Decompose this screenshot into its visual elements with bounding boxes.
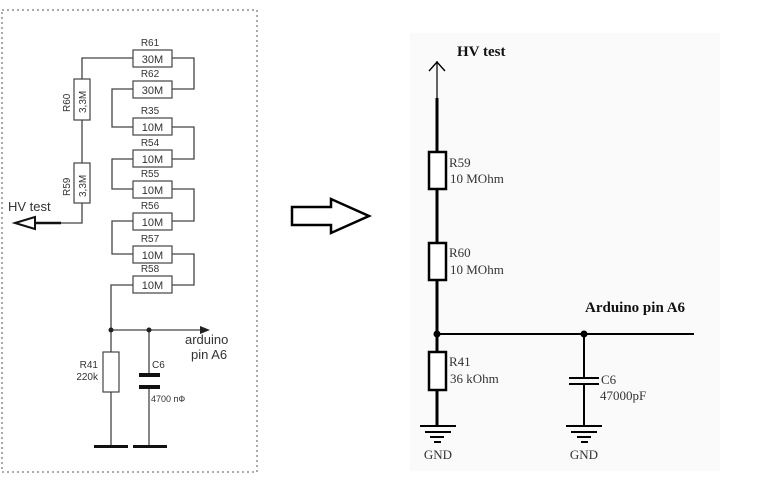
resistor-r60: R60 10 MOhm xyxy=(427,241,504,282)
right-schematic: HV test R59 10 MOhm R60 10 MOhm xyxy=(410,33,720,471)
resistor-body xyxy=(132,245,173,264)
dashed-border xyxy=(1,9,258,473)
resistor-value: 30M xyxy=(142,85,163,97)
resistor-r59: 3,3M R59 xyxy=(62,162,91,204)
svg-text:R59: R59 xyxy=(449,155,471,170)
hv-arrow-icon xyxy=(428,60,446,98)
ground-icon xyxy=(566,425,602,443)
right-panel-bg xyxy=(410,33,720,471)
resistor-ladder: R6130MR6230MR3510MR5410MR5510MR5610MR571… xyxy=(132,38,173,294)
svg-text:3,3M: 3,3M xyxy=(78,175,89,197)
output-label: arduino xyxy=(185,332,228,347)
resistor-r59: R59 10 MOhm xyxy=(427,150,504,191)
output-label: pin A6 xyxy=(191,347,227,362)
resistor-value: 30M xyxy=(142,54,163,66)
resistor-name: R58 xyxy=(141,264,160,275)
resistor-value: 10M xyxy=(142,122,163,134)
svg-text:4700 пФ: 4700 пФ xyxy=(151,394,185,404)
resistor-name: R55 xyxy=(141,169,160,180)
transform-arrow-icon xyxy=(290,197,373,235)
left-schematic: HV test 3,3M R60 3,3M R59 R6130MR6230MR3… xyxy=(1,9,258,473)
resistor-value: 10M xyxy=(142,154,163,166)
resistor-value: 10M xyxy=(142,250,163,262)
ground-icon xyxy=(420,425,456,443)
output-arrow-icon xyxy=(200,326,210,334)
svg-text:47000pF: 47000pF xyxy=(600,388,646,403)
svg-text:3,3M: 3,3M xyxy=(78,91,89,113)
svg-text:R41: R41 xyxy=(80,360,99,371)
resistor-body xyxy=(132,275,173,294)
svg-text:R60: R60 xyxy=(62,93,73,112)
svg-text:C6: C6 xyxy=(601,372,617,387)
resistor-name: R35 xyxy=(141,106,160,117)
svg-text:10 MOhm: 10 MOhm xyxy=(450,262,504,277)
resistor-body xyxy=(132,149,173,168)
hv-arrow-icon xyxy=(11,215,61,231)
resistor-body xyxy=(132,117,173,136)
resistor-name: R61 xyxy=(141,38,160,49)
capacitor-c6: C6 47000pF xyxy=(569,372,646,403)
svg-text:R60: R60 xyxy=(449,245,471,260)
svg-text:R59: R59 xyxy=(62,177,73,196)
junction-dot xyxy=(580,330,588,338)
svg-text:10 MOhm: 10 MOhm xyxy=(450,171,504,186)
resistor-name: R56 xyxy=(141,201,160,212)
resistor-r41: R41 36 kOhm xyxy=(427,350,499,392)
resistor-body xyxy=(132,80,173,99)
resistor-name: R57 xyxy=(141,234,160,245)
left-wires xyxy=(40,57,200,447)
ground-bar xyxy=(133,445,167,448)
resistor-value: 10M xyxy=(142,185,163,197)
capacitor-c6: C6 4700 пФ xyxy=(139,360,185,404)
hv-label: HV test xyxy=(8,199,51,214)
junction-dot xyxy=(433,330,441,338)
resistor-body xyxy=(132,212,173,231)
junction-dot xyxy=(146,327,152,333)
right-wires xyxy=(435,98,694,425)
resistor-value: 10M xyxy=(142,280,163,292)
svg-text:C6: C6 xyxy=(152,360,165,371)
svg-text:36 kOhm: 36 kOhm xyxy=(450,371,499,386)
svg-text:R41: R41 xyxy=(449,354,471,369)
resistor-r60: 3,3M R60 xyxy=(62,78,91,121)
ground-label: GND xyxy=(570,447,598,462)
ground-bar xyxy=(94,445,128,448)
svg-text:220k: 220k xyxy=(76,372,99,383)
resistor-body xyxy=(132,49,173,68)
resistor-name: R62 xyxy=(141,69,160,80)
hv-label: HV test xyxy=(457,44,505,60)
ground-label: GND xyxy=(424,447,452,462)
resistor-r41: R41 220k xyxy=(76,351,120,393)
junction-dot xyxy=(108,327,114,333)
resistor-value: 10M xyxy=(142,217,163,229)
output-label: Arduino pin A6 xyxy=(585,300,686,316)
resistor-name: R54 xyxy=(141,138,160,149)
resistor-body xyxy=(132,180,173,199)
